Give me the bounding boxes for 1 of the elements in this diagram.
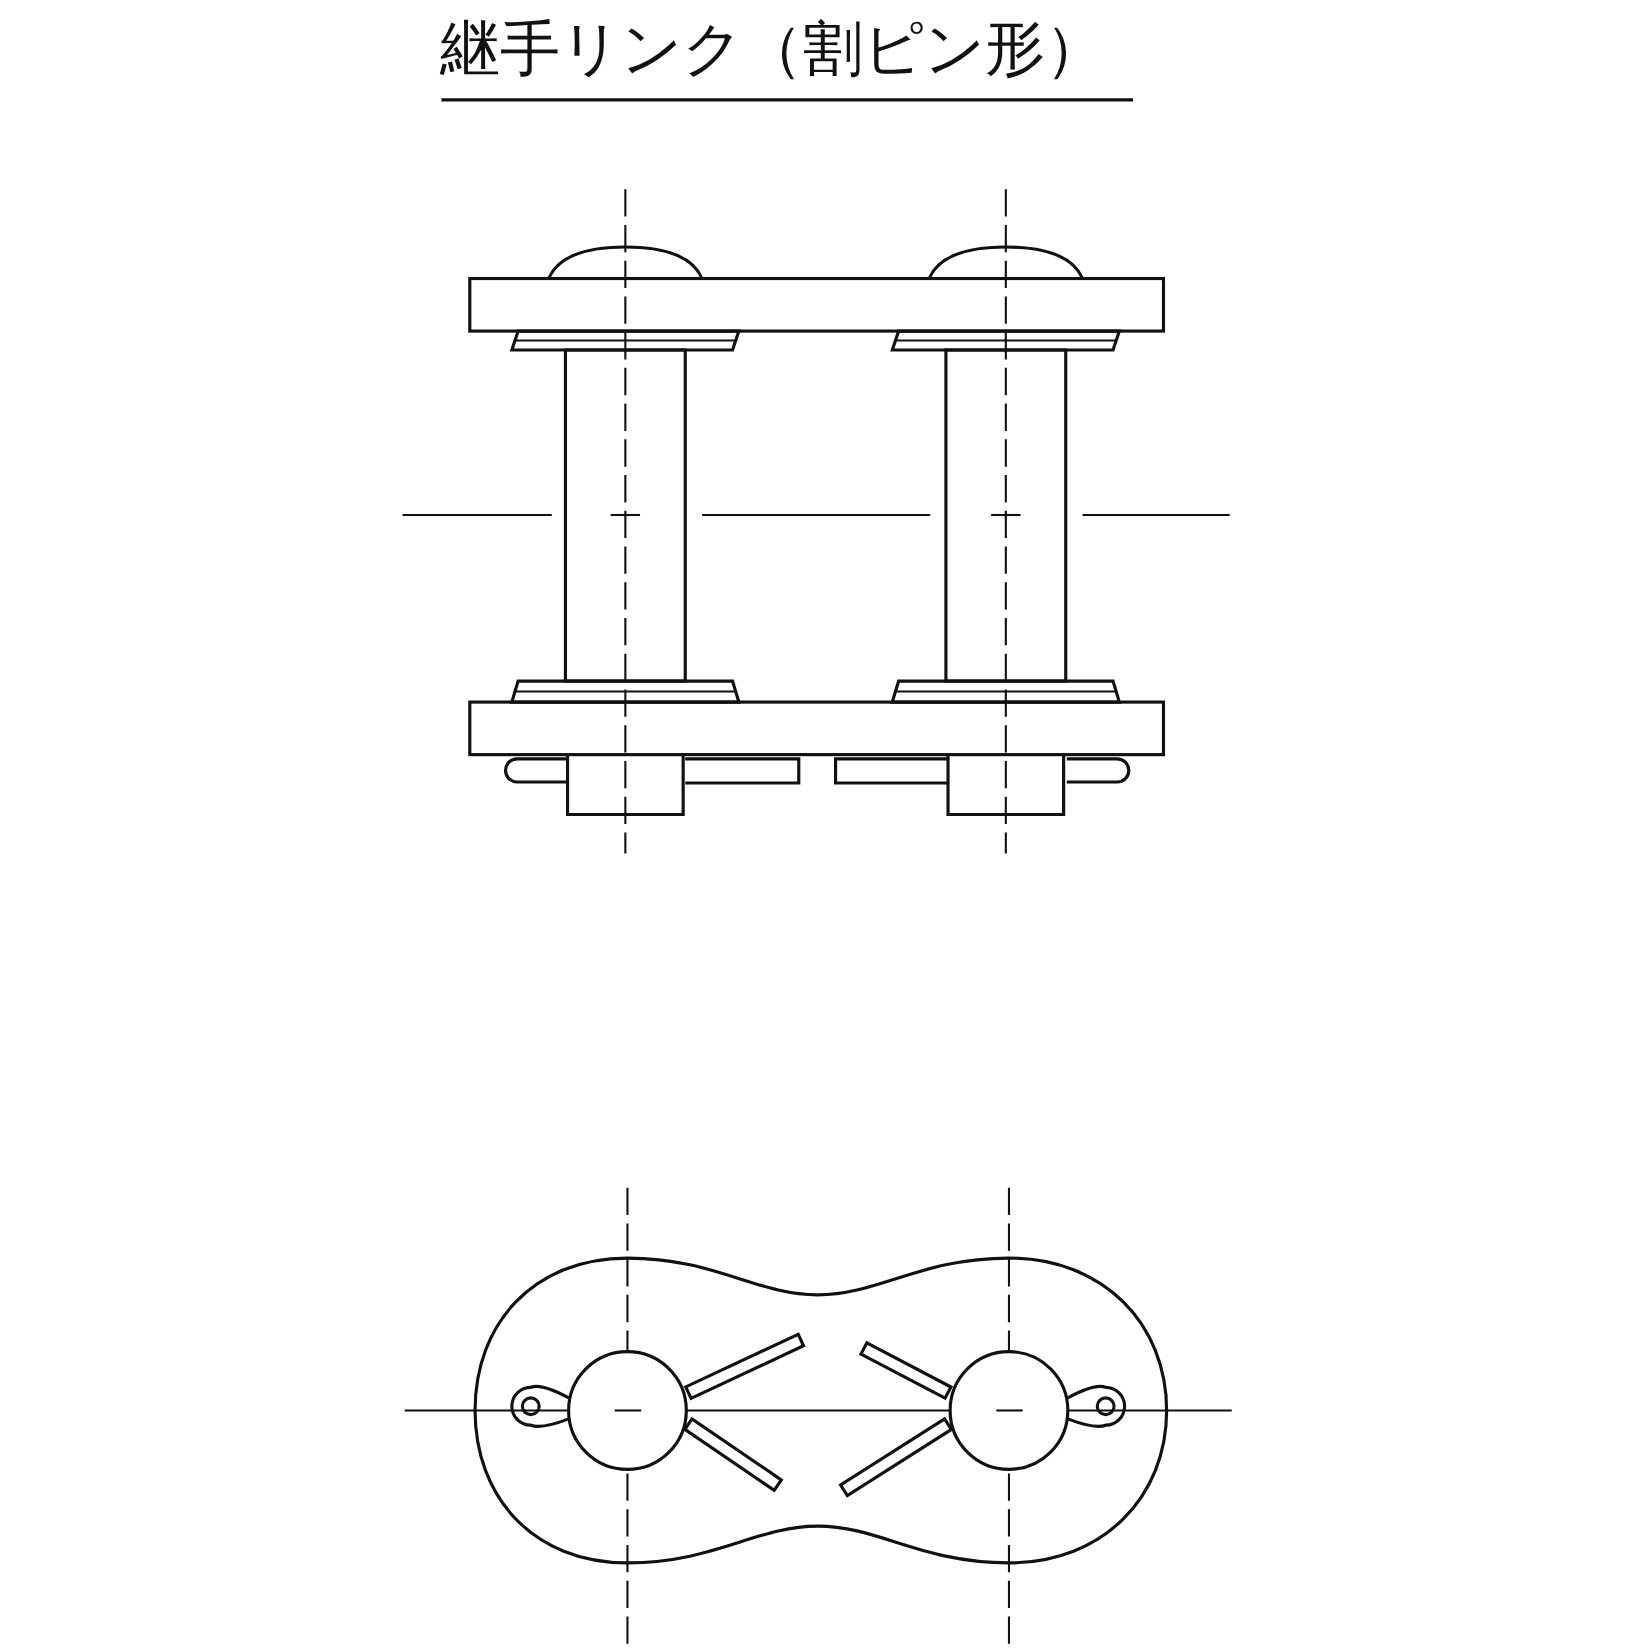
title: 継手リンク（割ピン形） xyxy=(440,12,1100,84)
